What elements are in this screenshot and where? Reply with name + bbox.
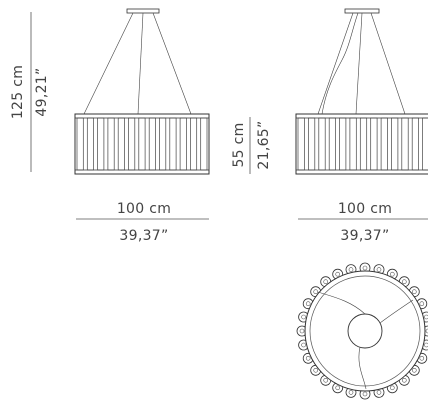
shade-slat <box>169 117 177 171</box>
rim-scallop-detail <box>376 390 382 395</box>
shade-slat <box>339 117 347 171</box>
lamp-shade-front <box>74 113 210 175</box>
rim-scallop-detail <box>301 314 306 320</box>
rim-scallop-detail <box>424 314 428 320</box>
shade-slat <box>200 117 208 171</box>
rim-scallop-detail <box>335 385 341 391</box>
width-in-label: 39,37” <box>340 228 389 244</box>
suspension-cable <box>355 12 363 115</box>
shade-slat <box>308 117 316 171</box>
suspension-cable <box>317 12 354 115</box>
rim-scallop-detail <box>419 355 425 361</box>
height-cm-label: 125 cm <box>10 65 26 119</box>
suspension-cable <box>137 12 144 115</box>
cable-top-view <box>317 291 366 315</box>
rim-scallop-detail <box>301 342 306 348</box>
rim-scallop-detail <box>376 267 382 272</box>
lamp-shade-side <box>295 113 428 175</box>
height-in-label: 49,21” <box>34 67 50 116</box>
rim-scallop-detail <box>313 367 319 373</box>
rim-scallop-detail <box>335 271 341 277</box>
ceiling-canopy <box>344 8 380 14</box>
rim-scallop-detail <box>299 328 305 334</box>
shade-slat <box>391 117 399 171</box>
power-cord <box>321 12 359 115</box>
rim-scallop-detail <box>411 367 417 373</box>
shade-slat <box>117 117 125 171</box>
width-cm-label: 100 cm <box>338 201 392 217</box>
shade-slat <box>138 117 146 171</box>
rim-scallop-detail <box>362 391 368 397</box>
ceiling-canopy <box>126 8 160 14</box>
shade-height-in-label: 21,65” <box>256 120 272 169</box>
top-view <box>296 262 428 400</box>
rim-scallop-detail <box>425 328 428 334</box>
shade-slat <box>380 117 388 171</box>
rim-scallop-detail <box>323 377 329 383</box>
inner-ring <box>309 275 421 387</box>
cable-top-view <box>379 299 414 324</box>
rim-scallop-detail <box>348 390 354 395</box>
rim-scallop-detail <box>348 267 354 272</box>
shade-slat <box>128 117 136 171</box>
shade-slat <box>349 117 357 171</box>
shade-slat <box>411 117 419 171</box>
shade-slat <box>401 117 409 171</box>
shade-slat <box>179 117 187 171</box>
shade-slat <box>318 117 326 171</box>
shade-slat <box>148 117 156 171</box>
shade-slat <box>159 117 167 171</box>
width-in-label: 39,37” <box>119 228 168 244</box>
shade-slat <box>107 117 115 171</box>
rim-scallop-detail <box>389 385 395 391</box>
shade-height-cm-label: 55 cm <box>231 122 247 167</box>
suspension-cable <box>370 12 406 115</box>
shade-slat <box>422 117 428 171</box>
width-cm-label: 100 cm <box>117 201 171 217</box>
rim-scallop-detail <box>313 289 319 295</box>
suspension-cable <box>83 12 134 115</box>
shade-slat <box>190 117 198 171</box>
shade-slat <box>359 117 368 171</box>
rim-scallop-detail <box>305 355 311 361</box>
shade-slat <box>370 117 378 171</box>
rim-scallop-detail <box>389 271 395 277</box>
center-canopy <box>347 313 383 349</box>
shade-slat <box>297 117 305 171</box>
cable-top-view <box>358 346 367 390</box>
shade-slat <box>76 117 84 171</box>
rim-scallop-detail <box>362 265 368 271</box>
shade-slat <box>86 117 94 171</box>
rim-scallop-detail <box>323 279 329 285</box>
rim-scallop-detail <box>411 289 417 295</box>
shade-slat <box>328 117 336 171</box>
rim-scallop-detail <box>401 279 407 285</box>
side-view: 55 cm 21,65” 100 cm 39,37” <box>231 8 428 244</box>
rim-scallop-detail <box>401 377 407 383</box>
front-view: 125 cm 49,21” 100 cm 39,37” <box>10 8 210 244</box>
shade-slat <box>97 117 105 171</box>
rim-scallop-detail <box>424 342 428 348</box>
suspension-cable <box>152 12 192 115</box>
rim-scallop-detail <box>419 301 425 307</box>
rim-scallop-detail <box>305 301 311 307</box>
